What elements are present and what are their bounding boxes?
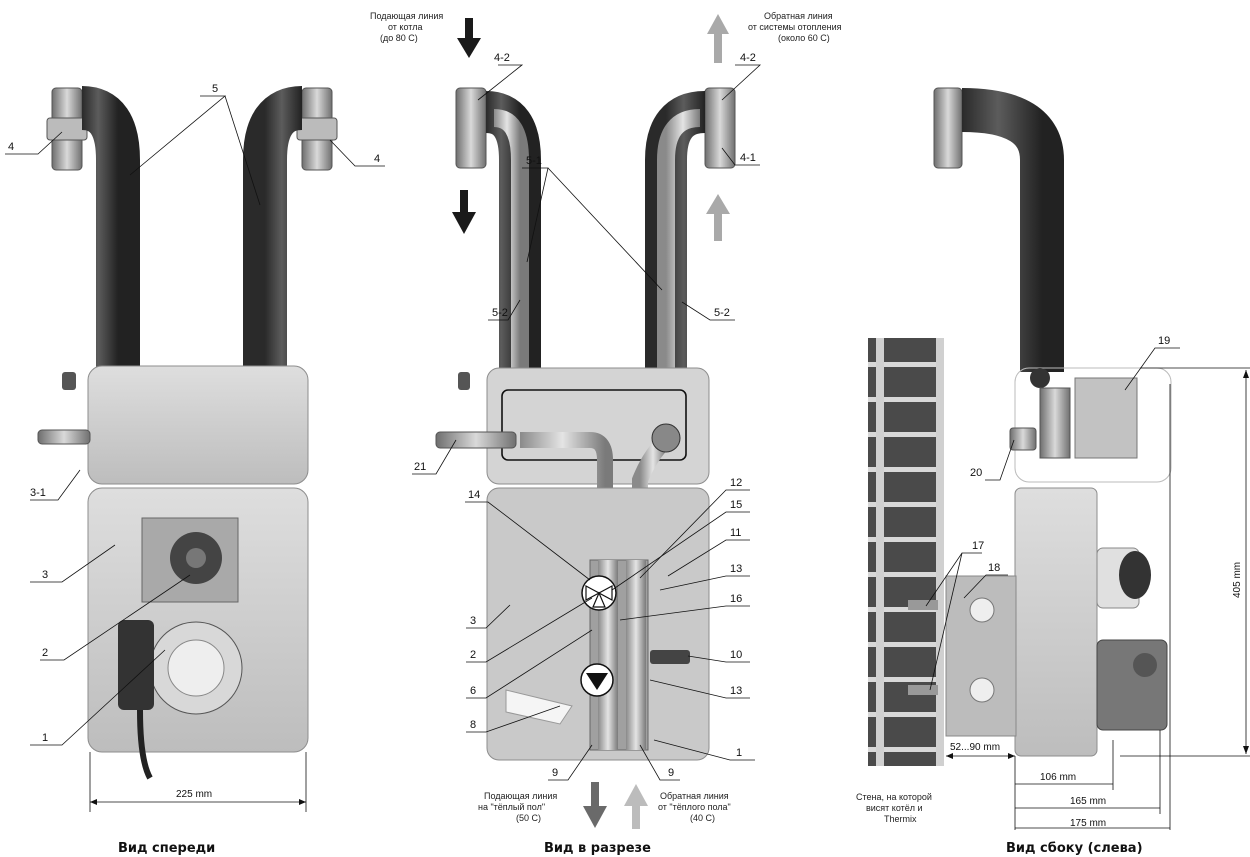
section-callout-3: 3 [470,615,476,627]
wall-gap-dimension: 52...90 mm [950,742,1000,753]
section-callout-11: 11 [730,527,741,539]
supply-floor-arrow-icon [583,782,607,828]
section-callout-13-bottom: 13 [730,685,742,697]
front-callout-3-1: 3-1 [30,487,46,499]
supply-floor-line-2: на "тёплый пол" [478,802,545,812]
section-callout-4-2-left: 4-2 [494,52,510,64]
height-dimension: 405 mm [1232,562,1243,598]
section-callout-6: 6 [470,685,476,697]
section-callout-2: 2 [470,649,476,661]
mixing-valve-symbol-icon [581,575,617,611]
wall-note-line-1: Стена, на которой [856,792,932,802]
section-callout-16: 16 [730,593,742,605]
depth-dimension-106: 106 mm [1040,772,1076,783]
side-view-caption: Вид сбоку (слева) [1006,841,1143,856]
return-out-line-1: Обратная линия [764,11,833,21]
section-callout-9-right: 9 [668,767,674,779]
section-callout-8: 8 [470,719,476,731]
wall-note-line-2: висят котёл и [866,803,923,813]
section-callout-1: 1 [736,747,742,759]
return-out-arrow-icon [707,14,729,63]
hydraulic-separator-frame [501,389,687,461]
front-callout-3: 3 [42,569,48,581]
section-view [412,14,762,829]
section-callout-21: 21 [414,461,426,473]
supply-in-line-1: Подающая линия [370,11,443,21]
return-up-arrow-icon [706,194,730,241]
depth-dimension-165: 165 mm [1070,796,1106,807]
section-callout-15: 15 [730,499,742,511]
section-callout-4-2-right: 4-2 [740,52,756,64]
front-view [5,86,385,812]
upper-housing [87,365,309,485]
wall-section [868,338,944,766]
front-callout-5: 5 [212,83,218,95]
section-callout-9-left: 9 [552,767,558,779]
section-callout-14: 14 [468,489,480,501]
side-callout-19: 19 [1158,335,1170,347]
return-floor-line-3: (40 С) [690,813,715,823]
valve-right-icon [296,87,338,171]
front-callout-4-right: 4 [374,153,380,165]
pump-symbol-icon [580,663,614,697]
return-out-line-3: (около 60 С) [778,33,830,43]
wall-note-line-3: Thermix [884,814,917,824]
supply-floor-line-3: (50 С) [516,813,541,823]
pipe-left-icon [80,86,140,370]
actuator-icon [141,517,239,603]
depth-dimension-175: 175 mm [1070,818,1106,829]
front-callout-2: 2 [42,647,48,659]
pipe-right-icon [243,86,304,370]
valve-left-icon [46,87,88,171]
front-callout-4-left: 4 [8,141,14,153]
section-callout-12: 12 [730,477,742,489]
supply-down-arrow-icon [452,190,476,234]
front-view-caption: Вид спереди [118,841,215,856]
return-floor-line-2: от "тёплого пола" [658,802,731,812]
section-callout-10: 10 [730,649,742,661]
supply-floor-line-1: Подающая линия [484,791,557,801]
pump-icon [118,620,243,780]
return-floor-line-1: Обратная линия [660,791,729,801]
section-callout-5-1: 5-1 [526,155,542,167]
section-callout-5-2-right: 5-2 [714,307,730,319]
side-callout-18: 18 [988,562,1000,574]
section-callout-5-2-left: 5-2 [492,307,508,319]
front-width-dimension: 225 mm [176,789,212,800]
section-callout-4-1: 4-1 [740,152,756,164]
supply-in-arrow-icon [457,18,481,58]
supply-in-line-3: (до 80 С) [380,33,418,43]
return-floor-arrow-icon [624,784,648,829]
side-view [868,87,1250,830]
side-callout-20: 20 [970,467,982,479]
section-view-caption: Вид в разрезе [544,841,651,856]
supply-in-line-2: от котла [388,22,422,32]
return-out-line-2: от системы отопления [748,22,842,32]
section-callout-13-top: 13 [730,563,742,575]
front-callout-1: 1 [42,732,48,744]
side-callout-17: 17 [972,540,984,552]
